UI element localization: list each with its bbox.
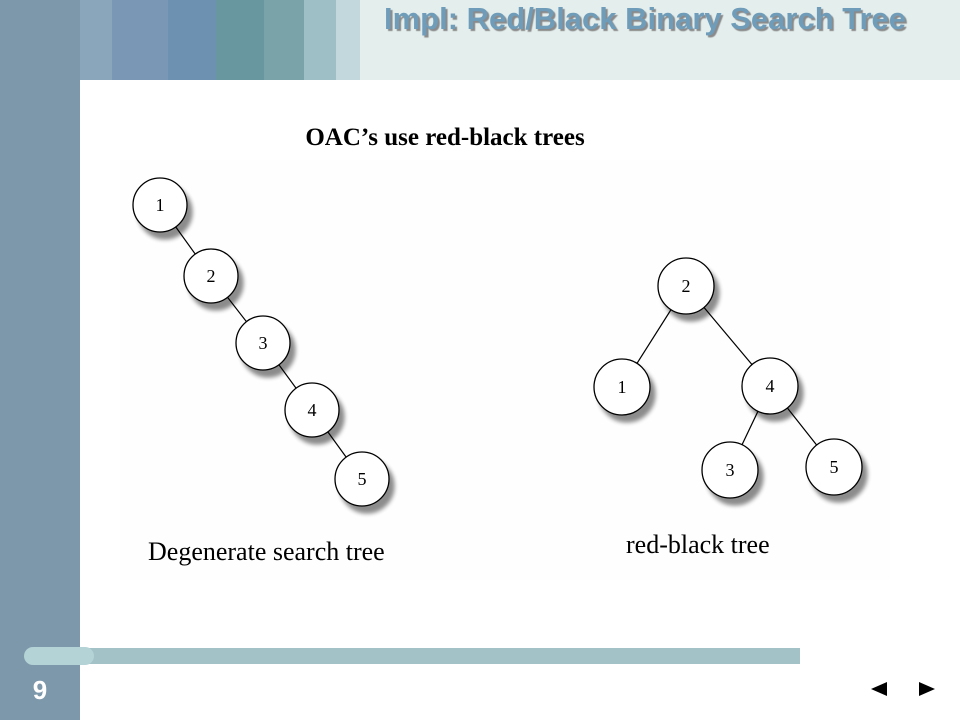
tree-node: 3 — [235, 315, 291, 371]
slide-title: Impl: Red/Black Binary Search Tree — [383, 1, 907, 36]
tree-diagram-svg: 1 2 3 4 5 2 — [132, 177, 863, 566]
next-slide-button[interactable] — [914, 676, 940, 702]
footer-bar — [80, 648, 800, 664]
page-number: 9 — [32, 675, 48, 705]
node-label: 3 — [726, 460, 735, 480]
node-label: 3 — [259, 333, 268, 353]
triangle-right-icon — [919, 682, 935, 696]
tree-node: 2 — [183, 248, 239, 304]
node-label: 2 — [207, 266, 216, 286]
tree-node: 5 — [334, 451, 390, 507]
triangle-left-icon — [871, 682, 887, 696]
prev-slide-button[interactable] — [866, 676, 892, 702]
header-stripe — [336, 0, 360, 80]
header-stripe — [216, 0, 264, 80]
left-sidebar-bar — [0, 0, 80, 720]
footer-pill — [24, 647, 94, 665]
node-label: 4 — [308, 400, 317, 420]
node-label: 4 — [766, 376, 775, 396]
tree-node: 4 — [741, 357, 799, 415]
degenerate-tree-caption: Degenerate search tree — [148, 537, 385, 566]
red-black-tree-nodes: 2 1 4 3 5 — [593, 257, 863, 499]
tree-node: 1 — [132, 177, 188, 233]
node-label: 5 — [830, 457, 839, 477]
header-stripe — [112, 0, 168, 80]
node-label: 2 — [682, 276, 691, 296]
node-label: 1 — [618, 377, 627, 397]
tree-diagram: 1 2 3 4 5 2 — [120, 160, 890, 580]
header-stripe — [304, 0, 336, 80]
tree-node: 1 — [593, 358, 651, 416]
header-stripe — [80, 0, 112, 80]
header-stripe — [264, 0, 304, 80]
tree-node: 3 — [701, 441, 759, 499]
tree-node: 2 — [657, 257, 715, 315]
tree-node: 5 — [805, 438, 863, 496]
red-black-tree-caption: red-black tree — [626, 530, 770, 559]
degenerate-tree-nodes: 1 2 3 4 5 — [132, 177, 390, 507]
tree-node: 4 — [284, 382, 340, 438]
node-label: 5 — [358, 469, 367, 489]
header-stripe — [168, 0, 216, 80]
slide-subtitle: OAC’s use red-black trees — [305, 124, 585, 151]
node-label: 1 — [156, 195, 165, 215]
